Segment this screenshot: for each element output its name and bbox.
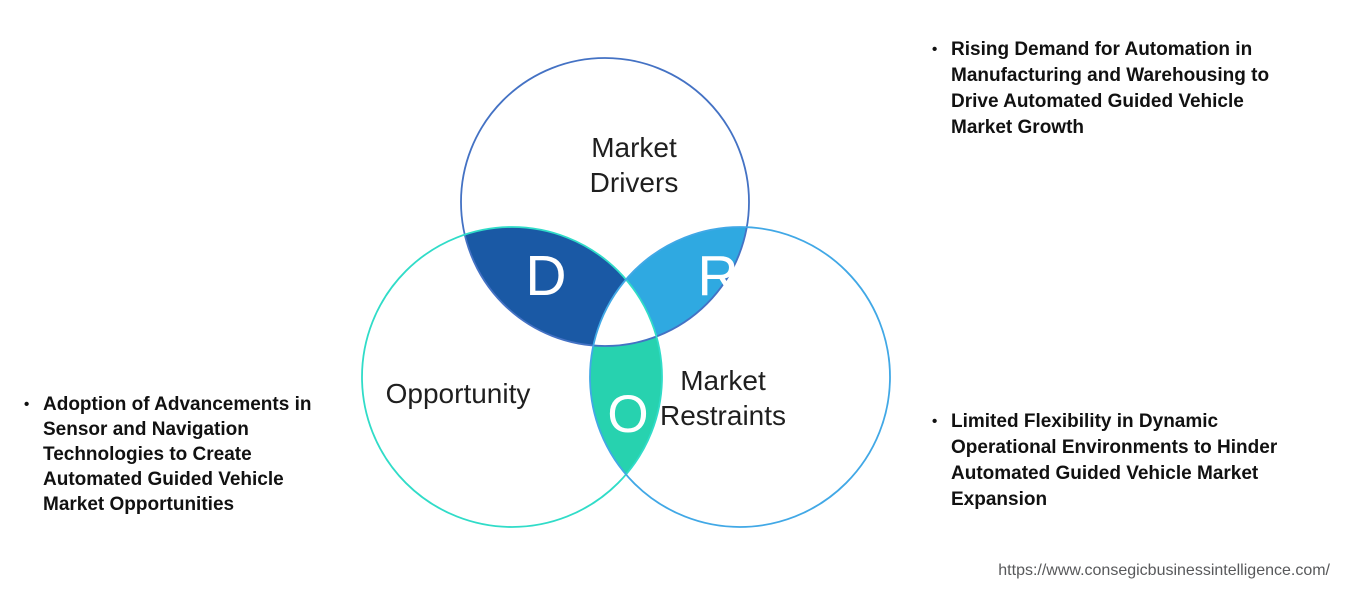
bullet-dot: •	[932, 413, 938, 430]
bullet-line: Adoption of Advancements in	[43, 394, 312, 415]
bullet-line: Operational Environments to Hinder	[951, 437, 1278, 458]
drivers-bullet-text: Rising Demand for Automation in Manufact…	[951, 37, 1269, 141]
region-letter-r: R	[697, 244, 738, 308]
bullet-line: Automated Guided Vehicle Market	[951, 463, 1259, 484]
bullet-line: Market Growth	[951, 117, 1085, 138]
restraints-bullet-text: Limited Flexibility in Dynamic Operation…	[951, 409, 1277, 513]
restraints-circle-outline	[589, 226, 891, 528]
opportunity-bullet: • Adoption of Advancements in Sensor and…	[24, 392, 311, 517]
bullet-line: Market Opportunities	[43, 494, 235, 515]
bullet-line: Expansion	[951, 489, 1048, 510]
bullet-line: Limited Flexibility in Dynamic	[951, 411, 1219, 432]
bullet-line: Rising Demand for Automation in	[951, 39, 1253, 60]
region-letter-o: O	[607, 385, 648, 444]
bullet-line: Drive Automated Guided Vehicle	[951, 91, 1244, 112]
bullet-dot: •	[932, 41, 938, 58]
drivers-label-line2: Drivers	[590, 167, 679, 198]
bullet-line: Sensor and Navigation	[43, 419, 249, 440]
opportunity-label: Opportunity	[386, 378, 531, 409]
restraints-label-line2: Restraints	[660, 400, 786, 431]
r-region	[590, 227, 749, 346]
opportunity-circle-outline	[361, 226, 663, 528]
bullet-line: Automated Guided Vehicle	[43, 469, 284, 490]
bullet-dot: •	[24, 396, 30, 413]
source-url: https://www.consegicbusinessintelligence…	[998, 562, 1330, 579]
bullet-line: Technologies to Create	[43, 444, 252, 465]
bullet-line: Manufacturing and Warehousing to	[951, 65, 1270, 86]
restraints-bullet: • Limited Flexibility in Dynamic Operati…	[932, 409, 1277, 513]
drivers-label-line1: Market	[591, 132, 677, 163]
restraints-label-line1: Market	[680, 365, 766, 396]
opportunity-bullet-text: Adoption of Advancements in Sensor and N…	[43, 392, 311, 517]
region-letter-d: D	[525, 244, 566, 308]
d-region	[461, 227, 662, 346]
drivers-circle-outline	[460, 57, 750, 347]
drivers-bullet: • Rising Demand for Automation in Manufa…	[932, 37, 1269, 141]
venn-diagram: D R O Market Drivers Opportunity Market …	[361, 57, 891, 528]
